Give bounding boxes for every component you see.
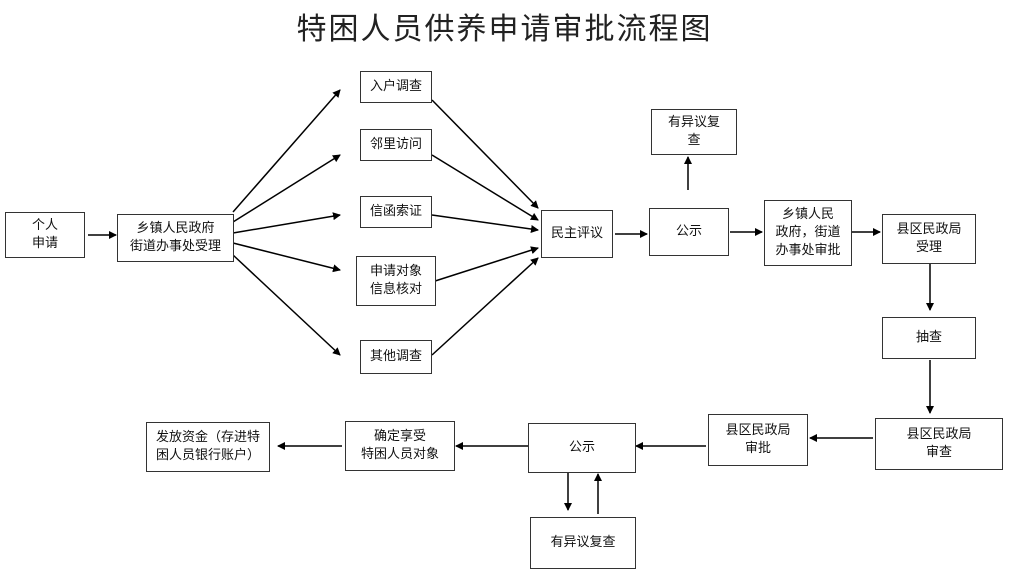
node-county-accept: 县区民政局 受理 [882, 214, 976, 264]
node-neighbor-visit: 邻里访问 [360, 129, 432, 161]
node-democratic-review: 民主评议 [541, 210, 613, 258]
arrow-accept-to-infocheck [232, 242, 341, 273]
node-info-check: 申请对象 信息核对 [356, 256, 436, 306]
node-township-approve: 乡镇人民 政府，街道 办事处审批 [764, 200, 852, 266]
node-spot-check: 抽查 [882, 317, 976, 359]
arrow-infocheck-to-review [431, 246, 539, 283]
node-issue-funds: 发放资金（存进特 困人员银行账户） [146, 422, 270, 472]
arrow-accept-to-letter [232, 212, 341, 234]
arrow-letter-to-review [431, 214, 539, 233]
node-publicity-2: 公示 [528, 423, 636, 473]
diagram-title: 特困人员供养申请审批流程图 [296, 12, 713, 47]
node-apply: 个人 申请 [5, 212, 85, 258]
node-county-approve: 县区民政局 审批 [708, 414, 808, 466]
node-objection-review-1: 有异议复 查 [651, 109, 737, 155]
node-publicity-1: 公示 [649, 208, 729, 256]
arrow-accept-to-other [232, 254, 341, 356]
arrow-household-to-review [431, 99, 539, 209]
arrow-neighbor-to-review [431, 154, 539, 221]
node-confirm-target: 确定享受 特困人员对象 [345, 421, 455, 471]
node-household-survey: 入户调查 [360, 71, 432, 103]
node-county-review: 县区民政局 审查 [875, 418, 1003, 470]
node-other-survey: 其他调查 [360, 340, 432, 374]
node-objection-review-2: 有异议复查 [530, 517, 636, 569]
node-letter-verify: 信函索证 [360, 196, 432, 228]
arrow-other-to-review [431, 257, 539, 356]
arrow-accept-to-household [232, 89, 341, 213]
arrow-accept-to-neighbor [232, 154, 341, 223]
node-township-accept: 乡镇人民政府 街道办事处受理 [117, 214, 234, 262]
